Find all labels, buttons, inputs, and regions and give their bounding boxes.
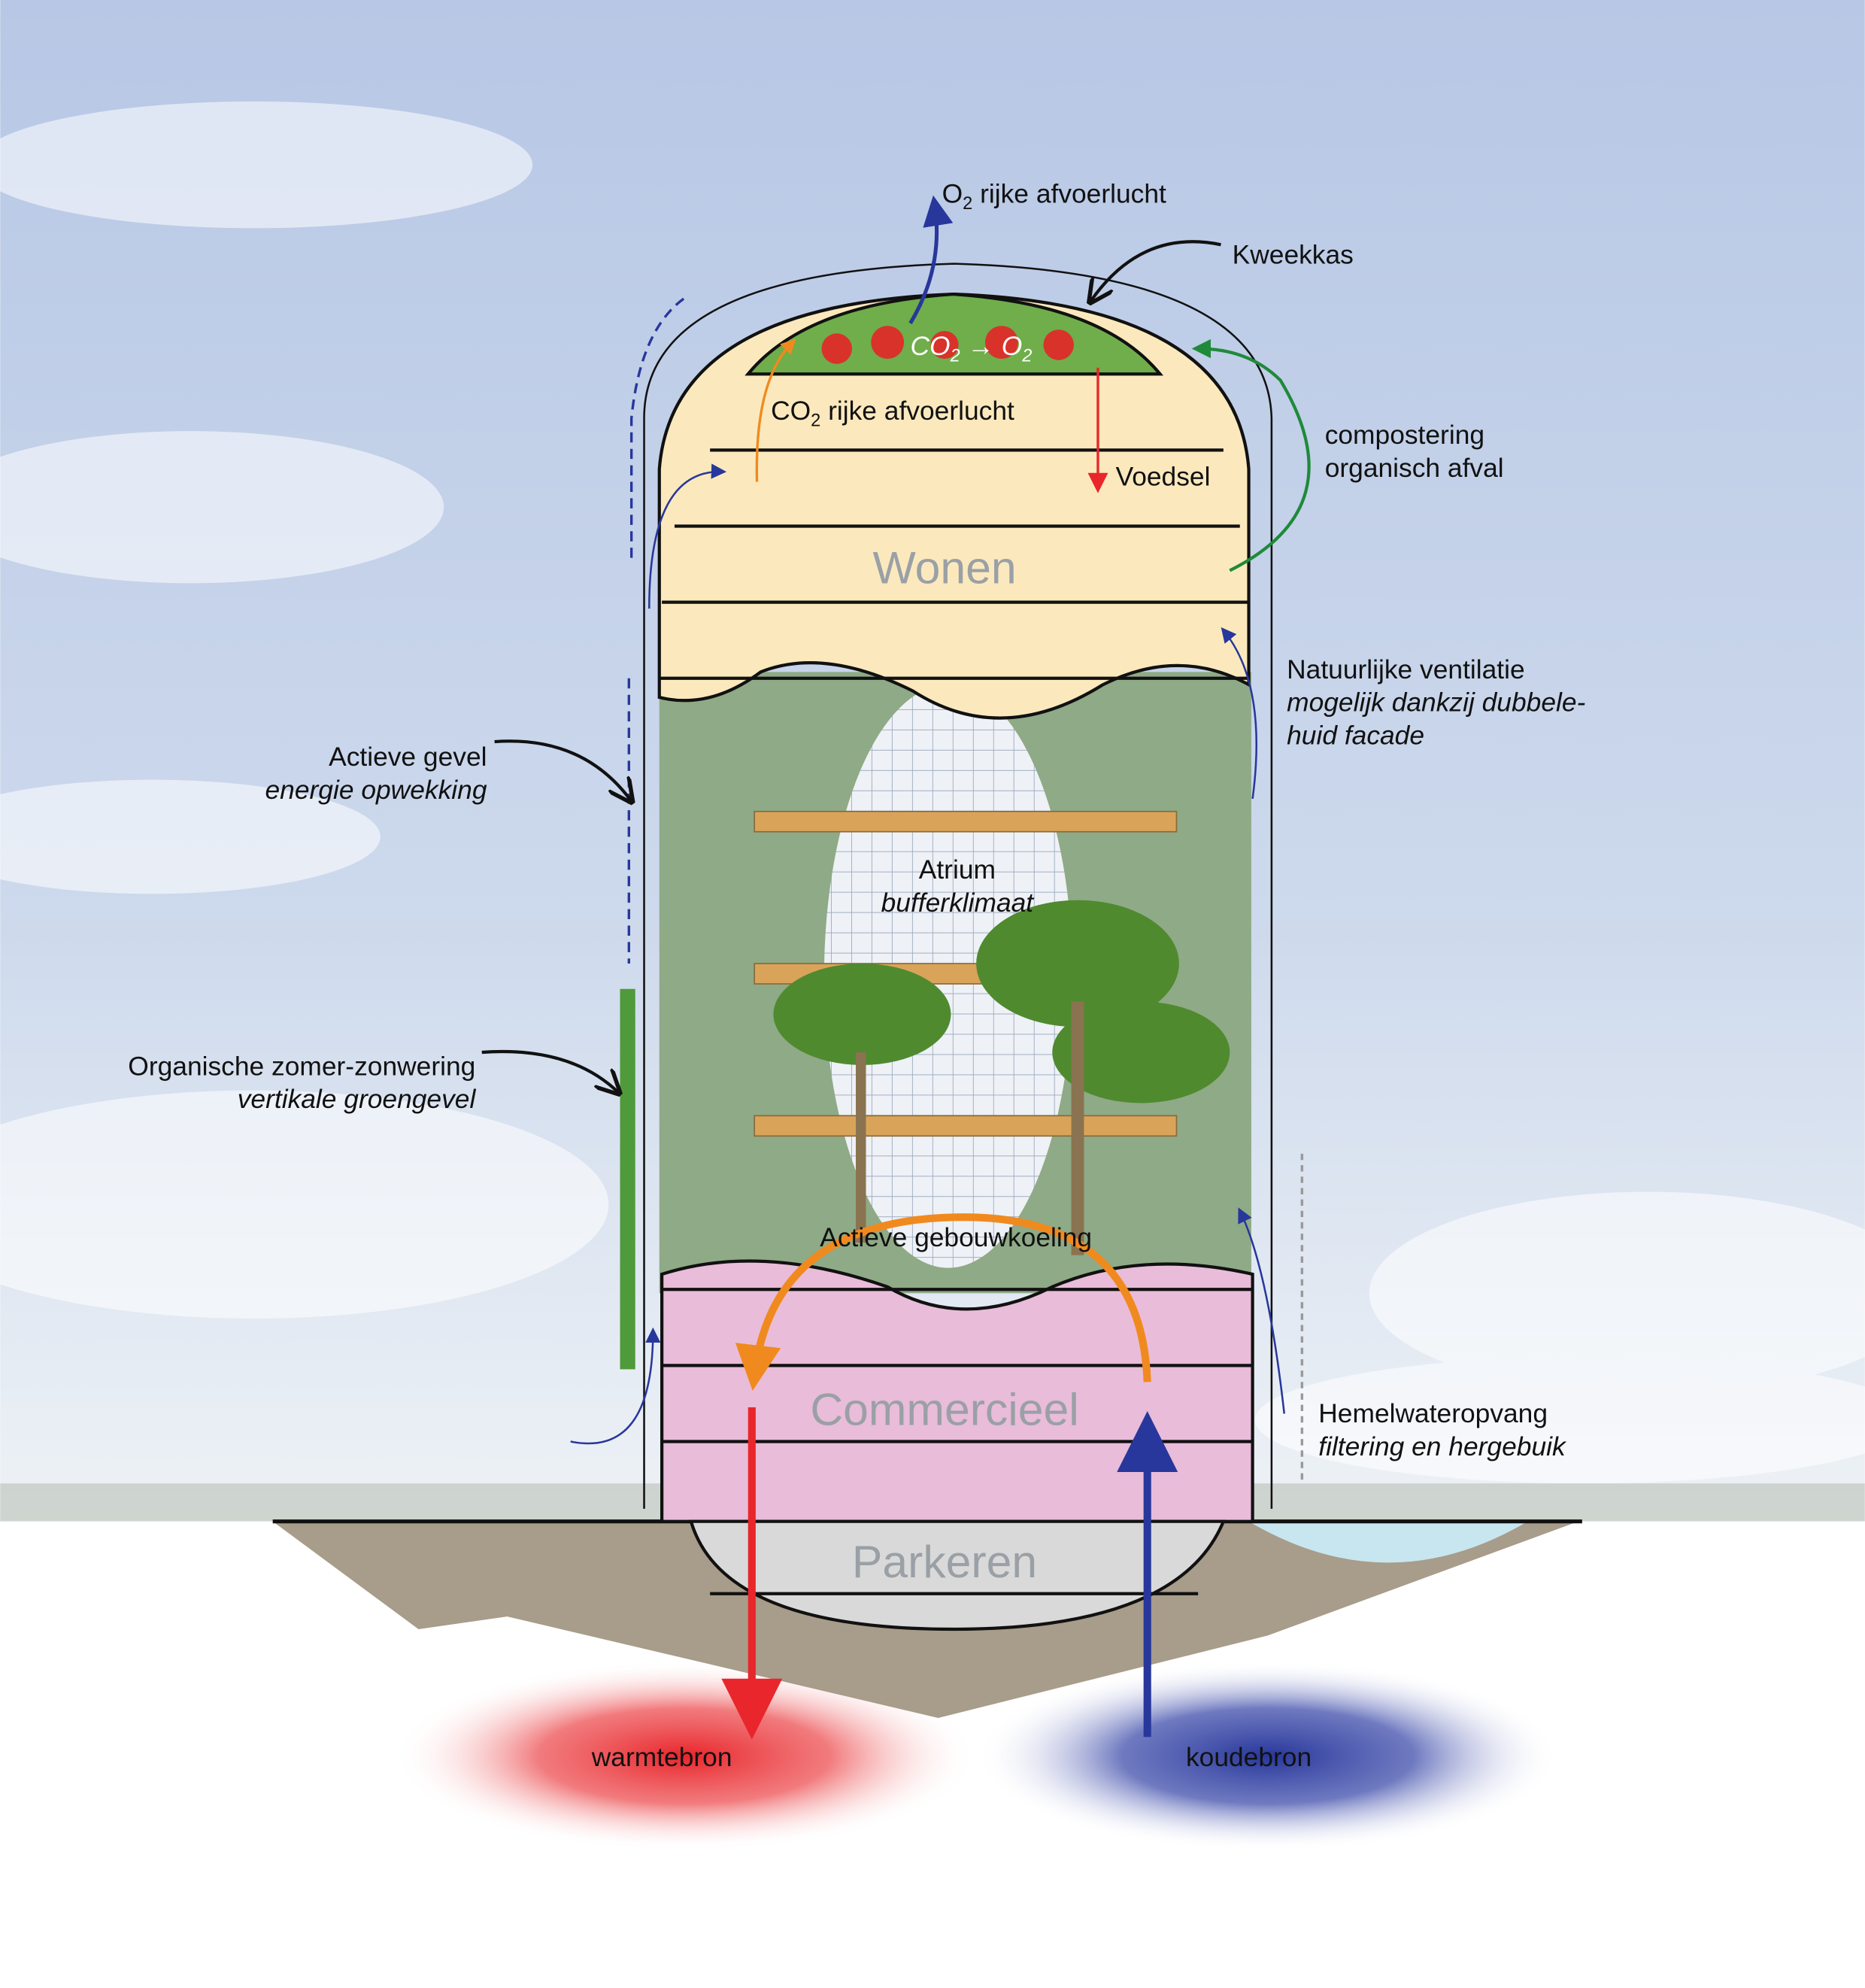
atrium-label-1: Atrium — [919, 855, 996, 885]
green-facade-label-2: vertikale groengevel — [238, 1085, 477, 1114]
green-facade-pointer — [481, 1049, 619, 1093]
active-facade-label-2: energie opwekking — [265, 775, 487, 805]
parkeren-zone — [689, 1519, 1226, 1631]
co2-to-o2-label: CO2 → O2 — [911, 332, 1033, 365]
cooling-label: Actieve gebouwkoeling — [820, 1223, 1092, 1252]
compost-label-1: compostering — [1325, 420, 1484, 450]
ventilation-arrow-right — [1221, 627, 1258, 800]
cold-source-label: koudebron — [1186, 1743, 1312, 1772]
kweekkas-pointer — [1090, 240, 1221, 302]
ventilation-arrow-top — [648, 463, 727, 609]
compost-arrow — [1191, 338, 1311, 572]
parkeren-label: Parkeren — [852, 1536, 1037, 1587]
ventilation-arrow-lower — [1238, 1207, 1286, 1414]
palm-trees — [773, 900, 1230, 1255]
voedsel-label: Voedsel — [1116, 463, 1211, 492]
active-facade-label-1: Actieve gevel — [329, 742, 487, 772]
atrium-label-2: bufferklimaat — [881, 888, 1036, 918]
green-facade-label-1: Organische zomer-zonwering — [128, 1052, 475, 1081]
commercieel-label: Commercieel — [810, 1384, 1078, 1435]
o2-exhaust-arrow — [908, 195, 954, 325]
co2-exhaust-label: CO2 rijke afvoerlucht — [771, 396, 1014, 429]
warm-source-label: warmtebron — [591, 1743, 732, 1772]
warm-source-glow — [393, 1661, 977, 1851]
compost-label-2: organisch afval — [1325, 454, 1504, 483]
clouds — [0, 101, 1865, 1484]
green-facade — [620, 988, 635, 1370]
o2-exhaust-label: O2 rijke afvoerlucht — [942, 180, 1166, 213]
wonen-label: Wonen — [872, 542, 1016, 593]
cooling-arrow — [735, 1213, 1151, 1391]
co2-exhaust-arrow — [755, 338, 796, 482]
intake-arrow — [570, 1327, 661, 1445]
cold-source-glow — [976, 1661, 1560, 1851]
ventilation-label-3: huid facade — [1287, 721, 1424, 750]
double-skin-facade — [643, 263, 1273, 1509]
rainwater-label-2: filtering en hergebuik — [1318, 1432, 1567, 1461]
tomato-plants — [821, 326, 1074, 364]
ventilation-label-2: mogelijk dankzij dubbele- — [1287, 688, 1585, 718]
ventilation-label-1: Natuurlijke ventilatie — [1287, 655, 1525, 684]
kweekkas-label: Kweekkas — [1233, 241, 1354, 270]
active-facade-pointer — [494, 739, 632, 801]
commercieel-zone — [660, 1259, 1254, 1523]
wonen-zone — [657, 292, 1251, 720]
rainwater-label-1: Hemelwateropvang — [1318, 1399, 1548, 1428]
rainwater-pond — [1248, 1521, 1528, 1563]
wonen-floors — [659, 448, 1249, 680]
